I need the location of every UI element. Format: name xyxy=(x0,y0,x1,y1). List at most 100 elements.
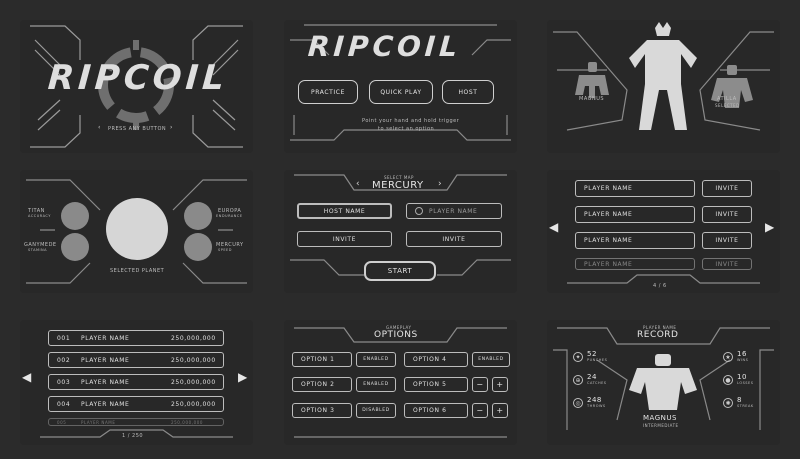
planet-titan[interactable] xyxy=(61,202,89,230)
invite-list-panel: ◀ ▶ PLAYER NAME INVITE PLAYER NAME INVIT… xyxy=(547,170,780,293)
player-name: PLAYER NAME xyxy=(81,378,130,386)
planet-label: GANYMEDE xyxy=(24,242,57,248)
leaderboard-row[interactable]: 003 PLAYER NAME 250,000,000 xyxy=(48,374,224,390)
page-indicator: 1 / 250 xyxy=(122,433,144,439)
empty-slot-icon xyxy=(415,207,423,215)
rank: 005 xyxy=(57,419,67,425)
player-name-row: PLAYER NAME xyxy=(575,180,695,197)
stat-label: PUNCHES xyxy=(587,358,608,362)
center-hero-silhouette xyxy=(629,22,697,130)
options-category: GAMEPLAY xyxy=(386,325,412,330)
lobby-panel: SELECT MAP ‹ MERCURY › HOST NAME PLAYER … xyxy=(284,170,517,293)
hint-text: Point your hand and hold trigger xyxy=(362,118,460,124)
practice-button[interactable]: PRACTICE xyxy=(298,80,358,104)
map-name[interactable]: MERCURY xyxy=(372,180,424,191)
stat-value: 16 xyxy=(737,350,747,358)
selected-planet[interactable] xyxy=(106,198,168,260)
character-name-magnus[interactable]: MAGNUS xyxy=(579,96,605,102)
record-panel: PLAYER NAME RECORD ✦ 52 PUNCHES ⊕ 24 CAT… xyxy=(547,320,780,445)
option-6-label: OPTION 6 xyxy=(404,403,468,418)
host-button[interactable]: HOST xyxy=(442,80,494,104)
invite-button-right[interactable]: INVITE xyxy=(406,231,502,247)
leaderboard-row[interactable]: 005 PLAYER NAME 250,000,000 xyxy=(48,418,224,426)
losses-stat-icon: ● xyxy=(723,375,733,385)
option-5-label: OPTION 5 xyxy=(404,377,468,392)
stat-value: 248 xyxy=(587,396,602,404)
magnus-record-silhouette xyxy=(629,354,697,410)
planet-mercury[interactable] xyxy=(184,233,212,261)
streak-stat-icon: ✺ xyxy=(723,398,733,408)
hud-frame xyxy=(30,25,243,148)
hud-frame xyxy=(553,327,774,430)
selected-planet-label: SELECTED PLANET xyxy=(110,268,165,274)
character-name: MAGNUS xyxy=(643,414,677,422)
game-logo: RIPCOIL xyxy=(306,30,463,63)
player-name-row: PLAYER NAME xyxy=(575,258,695,270)
title-screen-panel: RIPCOIL PRESS ANY BUTTON ‹ › xyxy=(20,20,253,153)
planet-ganymede[interactable] xyxy=(61,233,89,261)
planet-label: MERCURY xyxy=(216,242,244,248)
stat-value: 8 xyxy=(737,396,742,404)
hud-frame xyxy=(294,327,507,438)
prev-page-arrow-icon[interactable]: ◀ xyxy=(22,370,32,384)
invite-button[interactable]: INVITE xyxy=(702,180,752,197)
leaderboard-row[interactable]: 002 PLAYER NAME 250,000,000 xyxy=(48,352,224,368)
planet-label: EUROPA xyxy=(218,208,242,214)
start-button[interactable]: START xyxy=(364,261,436,281)
option-3-toggle[interactable]: DISABLED xyxy=(356,403,396,418)
hud-frame xyxy=(40,429,233,438)
magnus-silhouette xyxy=(575,62,609,98)
player-name: PLAYER NAME xyxy=(81,356,130,364)
option-6-minus-button[interactable]: − xyxy=(472,403,488,418)
rank: 001 xyxy=(57,334,71,342)
hud-frame xyxy=(290,174,511,276)
punch-stat-icon: ✦ xyxy=(573,352,583,362)
map-next-icon[interactable]: › xyxy=(438,179,443,189)
player-name: PLAYER NAME xyxy=(81,334,130,342)
character-rank: INTERMEDIATE xyxy=(643,423,679,428)
record-player-name: PLAYER NAME xyxy=(643,325,677,330)
planet-select-panel: TITAN ACCURACY GANYMEDE STAMINA EUROPA E… xyxy=(20,170,253,293)
planet-sublabel: ACCURACY xyxy=(28,214,51,218)
options-title: OPTIONS xyxy=(374,330,418,340)
score: 250,000,000 xyxy=(171,334,216,342)
map-prev-icon[interactable]: ‹ xyxy=(356,179,361,189)
leaderboard-row[interactable]: 004 PLAYER NAME 250,000,000 xyxy=(48,396,224,412)
stat-label: CATCHES xyxy=(587,381,607,385)
chevron-right-icon: › xyxy=(170,124,173,131)
option-4-label: OPTION 4 xyxy=(404,352,468,367)
press-any-button-prompt[interactable]: PRESS ANY BUTTON xyxy=(108,126,167,132)
prev-page-arrow-icon[interactable]: ◀ xyxy=(549,220,559,234)
chevron-left-icon: ‹ xyxy=(98,124,101,131)
option-4-toggle[interactable]: ENABLED xyxy=(472,352,510,367)
option-2-toggle[interactable]: ENABLED xyxy=(356,377,396,392)
wins-stat-icon: ★ xyxy=(723,352,733,362)
score: 250,000,000 xyxy=(171,356,216,364)
option-3-label: OPTION 3 xyxy=(292,403,352,418)
player-name-field[interactable]: PLAYER NAME xyxy=(406,203,502,219)
rank: 003 xyxy=(57,378,71,386)
selected-label: SELECTED xyxy=(715,103,740,108)
main-menu-panel: RIPCOIL PRACTICE QUICK PLAY HOST Point y… xyxy=(284,20,517,153)
option-5-minus-button[interactable]: − xyxy=(472,377,488,392)
option-6-plus-button[interactable]: + xyxy=(492,403,508,418)
invite-button-left[interactable]: INVITE xyxy=(297,231,392,247)
invite-button[interactable]: INVITE xyxy=(702,206,752,223)
invite-button[interactable]: INVITE xyxy=(702,258,752,270)
leaderboard-row[interactable]: 001 PLAYER NAME 250,000,000 xyxy=(48,330,224,346)
next-page-arrow-icon[interactable]: ▶ xyxy=(765,220,775,234)
quick-play-button[interactable]: QUICK PLAY xyxy=(369,80,433,104)
option-5-plus-button[interactable]: + xyxy=(492,377,508,392)
stat-value: 10 xyxy=(737,373,747,381)
leaderboard-panel: ◀ ▶ 001 PLAYER NAME 250,000,000 002 PLAY… xyxy=(20,320,253,445)
planet-label: TITAN xyxy=(28,208,45,214)
rank: 002 xyxy=(57,356,71,364)
next-page-arrow-icon[interactable]: ▶ xyxy=(238,370,248,384)
planet-europa[interactable] xyxy=(184,202,212,230)
character-name-atilla[interactable]: ATILLA xyxy=(717,96,737,102)
option-2-label: OPTION 2 xyxy=(292,377,352,392)
option-1-toggle[interactable]: ENABLED xyxy=(356,352,396,367)
throw-stat-icon: ◎ xyxy=(573,398,583,408)
invite-button[interactable]: INVITE xyxy=(702,232,752,249)
player-name-row: PLAYER NAME xyxy=(575,232,695,249)
